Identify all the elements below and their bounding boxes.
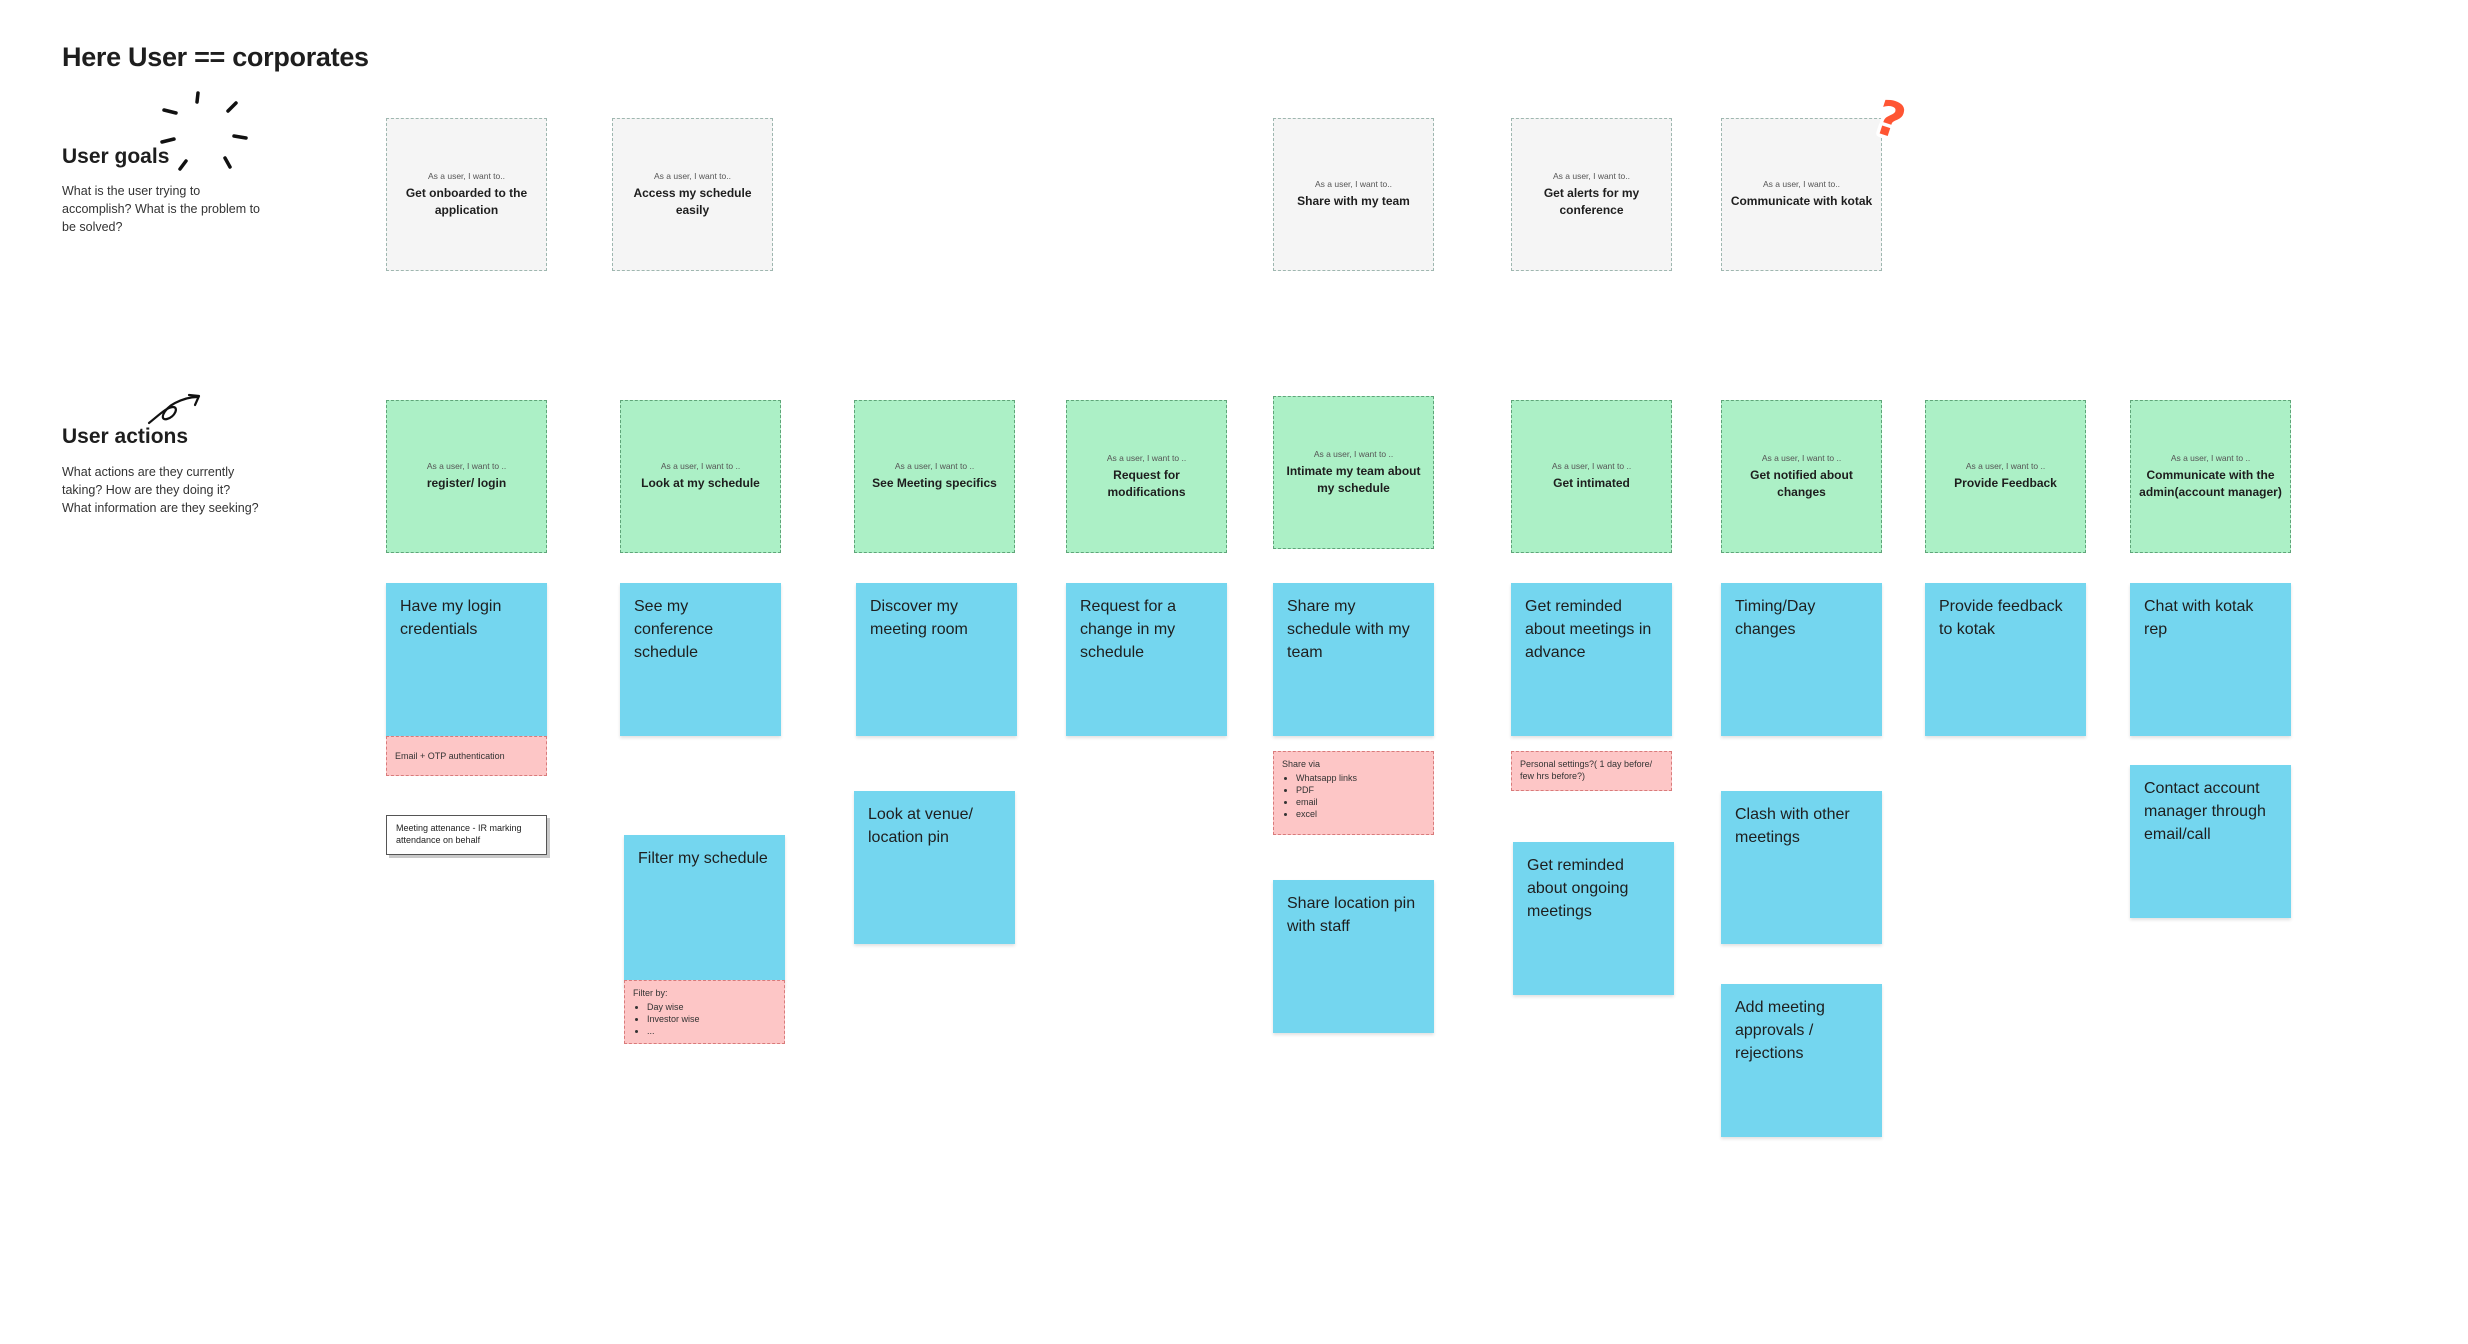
- action-card-text: Communicate with the admin(account manag…: [2139, 467, 2282, 499]
- sticky-note-contact-manager[interactable]: Contact account manager through email/ca…: [2130, 765, 2291, 918]
- arrow-doodle-icon: [147, 393, 201, 425]
- action-card-get-intimated[interactable]: As a user, I want to .. Get intimated: [1511, 400, 1672, 553]
- action-card-prefix: As a user, I want to ..: [1313, 448, 1394, 459]
- list-item: excel: [1296, 808, 1425, 820]
- action-card-text: Get notified about changes: [1750, 467, 1853, 499]
- action-card-prefix: As a user, I want to ..: [894, 461, 975, 471]
- goal-card-text: Get onboarded to the application: [405, 185, 528, 217]
- sticky-note-login-credentials[interactable]: Have my login credentials: [386, 583, 547, 736]
- user-goals-description: What is the user trying to accomplish? W…: [62, 184, 261, 234]
- pink-note-email-otp[interactable]: Email + OTP authentication: [386, 736, 547, 776]
- action-card-prefix: As a user, I want to ..: [1106, 452, 1187, 463]
- goal-card-text: Communicate with kotak: [1730, 194, 1873, 208]
- question-mark-icon: ? ?: [1865, 92, 1916, 148]
- list-item: Whatsapp links: [1296, 772, 1425, 784]
- list-item: Investor wise: [647, 1013, 776, 1025]
- pink-note-filter-by[interactable]: Filter by: Day wise Investor wise ...: [624, 980, 785, 1044]
- action-card-text: Get intimated: [1553, 476, 1630, 490]
- pink-note-text: Email + OTP authentication: [395, 751, 505, 761]
- sticky-note-request-change[interactable]: Request for a change in my schedule: [1066, 583, 1227, 736]
- goal-card-text: Share with my team: [1297, 194, 1410, 208]
- action-card-request-modifications[interactable]: As a user, I want to .. Request for modi…: [1066, 400, 1227, 553]
- goal-card-communicate[interactable]: As a user, I want to.. Communicate with …: [1721, 118, 1882, 271]
- user-actions-title: User actions: [62, 425, 189, 448]
- sticky-note-timing-changes[interactable]: Timing/Day changes: [1721, 583, 1882, 736]
- sticky-note-share-schedule[interactable]: Share my schedule with my team: [1273, 583, 1434, 736]
- action-card-register-login[interactable]: As a user, I want to .. register/ login: [386, 400, 547, 553]
- goal-card-prefix: As a user, I want to..: [1314, 179, 1392, 189]
- action-card-prefix: As a user, I want to ..: [1761, 452, 1842, 463]
- pink-note-personal-settings[interactable]: Personal settings?( 1 day before/ few hr…: [1511, 751, 1672, 791]
- list-item: Day wise: [647, 1001, 776, 1013]
- goal-card-text: Get alerts for my conference: [1543, 185, 1640, 217]
- action-card-communicate-admin[interactable]: As a user, I want to .. Communicate with…: [2130, 400, 2291, 553]
- sparkle-doodle-icon: [160, 91, 248, 171]
- pink-note-title: Filter by:: [633, 988, 668, 998]
- pink-note-share-via[interactable]: Share via Whatsapp links PDF email excel: [1273, 751, 1434, 835]
- action-card-provide-feedback[interactable]: As a user, I want to .. Provide Feedback: [1925, 400, 2086, 553]
- sticky-note-location-staff[interactable]: Share location pin with staff: [1273, 880, 1434, 1033]
- goal-card-onboarded[interactable]: As a user, I want to.. Get onboarded to …: [386, 118, 547, 271]
- action-card-prefix: As a user, I want to ..: [426, 461, 507, 471]
- sticky-note-chat-rep[interactable]: Chat with kotak rep: [2130, 583, 2291, 736]
- action-card-prefix: As a user, I want to ..: [2170, 452, 2251, 463]
- sticky-note-clash-meetings[interactable]: Clash with other meetings: [1721, 791, 1882, 944]
- sticky-note-feedback-kotak[interactable]: Provide feedback to kotak: [1925, 583, 2086, 736]
- action-card-text: Provide Feedback: [1954, 476, 2057, 490]
- sticky-note-meeting-room[interactable]: Discover my meeting room: [856, 583, 1017, 736]
- list-item: email: [1296, 796, 1425, 808]
- action-card-text: See Meeting specifics: [872, 476, 997, 490]
- user-goals-title: User goals: [62, 145, 170, 168]
- list-item: ...: [647, 1025, 776, 1037]
- action-card-look-schedule[interactable]: As a user, I want to .. Look at my sched…: [620, 400, 781, 553]
- action-card-text: Intimate my team about my schedule: [1286, 463, 1421, 495]
- user-actions-description: What actions are they currently taking? …: [62, 465, 259, 515]
- sticky-note-approvals[interactable]: Add meeting approvals / rejections: [1721, 984, 1882, 1137]
- goal-card-text: Access my schedule easily: [633, 185, 752, 217]
- action-card-prefix: As a user, I want to ..: [1965, 461, 2046, 471]
- goal-card-alerts[interactable]: As a user, I want to.. Get alerts for my…: [1511, 118, 1672, 271]
- sticky-note-reminded-ongoing[interactable]: Get reminded about ongoing meetings: [1513, 842, 1674, 995]
- action-card-prefix: As a user, I want to ..: [660, 461, 741, 471]
- sticky-note-conference-schedule[interactable]: See my conference schedule: [620, 583, 781, 736]
- action-card-prefix: As a user, I want to ..: [1551, 461, 1632, 471]
- goal-card-access-schedule[interactable]: As a user, I want to.. Access my schedul…: [612, 118, 773, 271]
- action-card-text: Request for modifications: [1107, 467, 1186, 499]
- pink-note-title: Share via: [1282, 759, 1321, 769]
- goal-card-prefix: As a user, I want to..: [653, 170, 731, 181]
- sticky-note-reminded-advance[interactable]: Get reminded about meetings in advance: [1511, 583, 1672, 736]
- goal-card-prefix: As a user, I want to..: [427, 170, 505, 181]
- goal-card-share-team[interactable]: As a user, I want to.. Share with my tea…: [1273, 118, 1434, 271]
- question-mark-glyph: ?: [1868, 92, 1912, 148]
- action-card-text: register/ login: [426, 476, 507, 490]
- white-note-meeting-attendance[interactable]: Meeting attenance - IR marking attendanc…: [386, 815, 547, 855]
- goal-card-prefix: As a user, I want to..: [1762, 179, 1840, 189]
- action-card-meeting-specifics[interactable]: As a user, I want to .. See Meeting spec…: [854, 400, 1015, 553]
- action-card-text: Look at my schedule: [641, 476, 760, 490]
- sticky-note-venue-pin[interactable]: Look at venue/ location pin: [854, 791, 1015, 944]
- page-title: Here User == corporates: [62, 42, 369, 72]
- action-card-intimate-team[interactable]: As a user, I want to .. Intimate my team…: [1273, 396, 1434, 549]
- goal-card-prefix: As a user, I want to..: [1552, 170, 1630, 181]
- action-card-notified-changes[interactable]: As a user, I want to .. Get notified abo…: [1721, 400, 1882, 553]
- sticky-note-filter-schedule[interactable]: Filter my schedule: [624, 835, 785, 988]
- list-item: PDF: [1296, 784, 1425, 796]
